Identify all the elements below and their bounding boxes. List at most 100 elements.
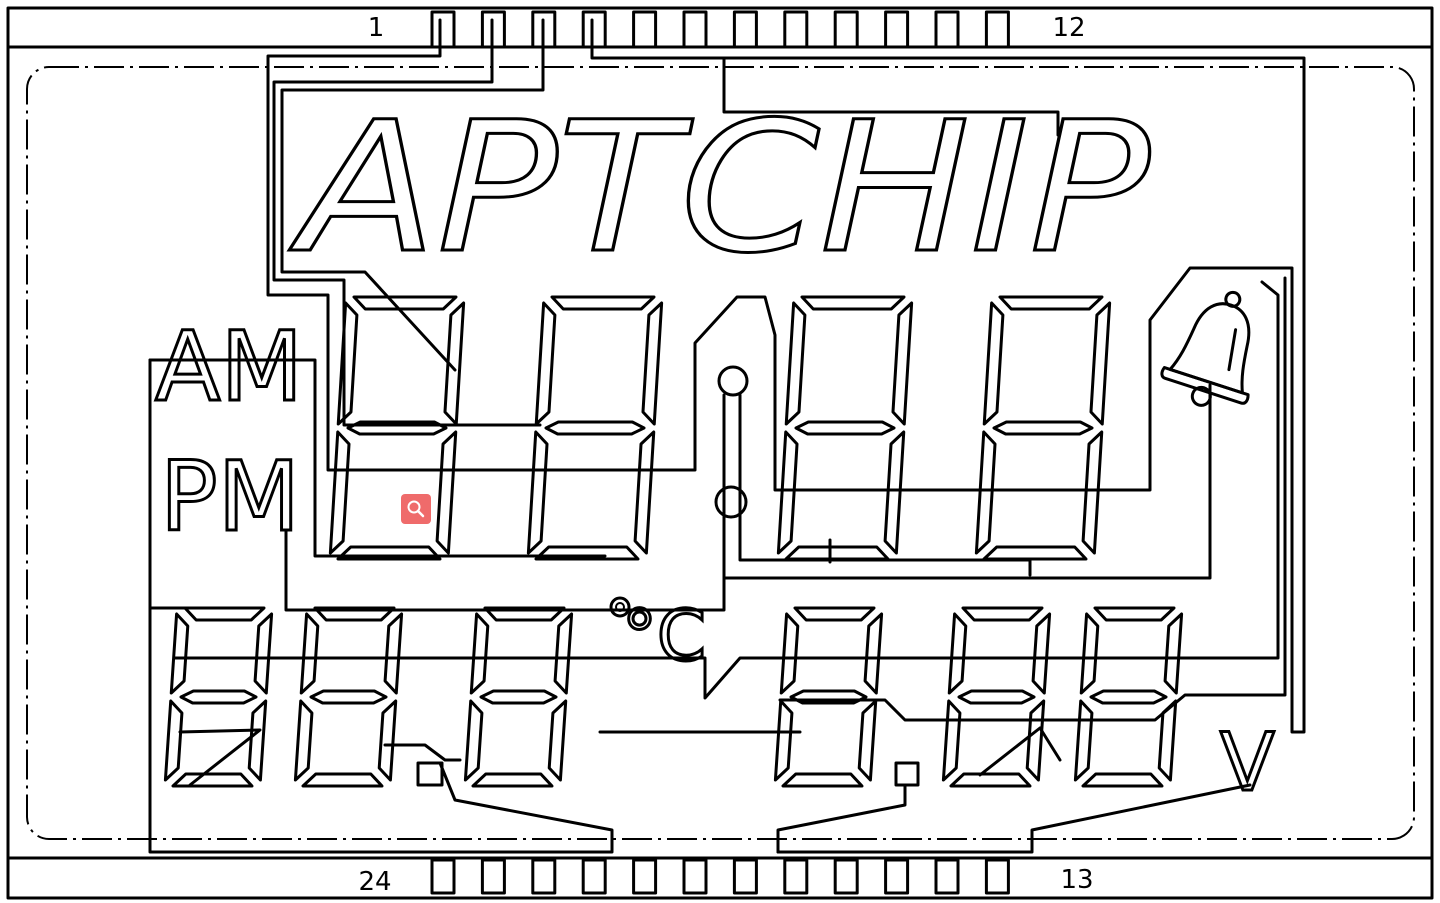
segment-g	[179, 689, 258, 705]
segment-d	[1081, 772, 1164, 788]
segment-c	[247, 699, 268, 782]
segment-e	[776, 430, 799, 555]
segment-a	[800, 295, 906, 311]
bottom-pin	[732, 858, 758, 895]
segment-a	[483, 606, 566, 622]
volt-indicator: V	[1220, 716, 1275, 809]
segment-c	[377, 699, 398, 782]
segment-c	[1157, 699, 1178, 782]
segment-a	[961, 606, 1044, 622]
segment-a	[352, 295, 458, 311]
segment-c	[633, 430, 656, 555]
segment-c	[857, 699, 878, 782]
segment-b	[383, 612, 404, 695]
segment-d	[301, 772, 384, 788]
segment-a	[1093, 606, 1176, 622]
bottom-pins	[430, 858, 1010, 895]
segment-f	[982, 301, 1005, 426]
segment-a	[313, 606, 396, 622]
segment-e	[293, 699, 314, 782]
segment-f	[1079, 612, 1100, 695]
bottom-pin	[884, 858, 910, 895]
lower-digit-1	[163, 606, 274, 788]
segment-e	[526, 430, 549, 555]
clock-digit-4	[974, 295, 1112, 561]
colon-upper-dot	[717, 365, 749, 397]
segment-d	[336, 545, 442, 561]
lower-digit-3	[463, 606, 574, 788]
top-pin	[884, 10, 910, 49]
segment-b	[1031, 612, 1052, 695]
degree-symbol	[609, 596, 631, 618]
segment-f	[469, 612, 490, 695]
clock-digit-1	[328, 295, 466, 561]
segment-c	[1025, 699, 1046, 782]
bottom-pin	[984, 858, 1010, 895]
segment-b	[1163, 612, 1184, 695]
segment-f	[299, 612, 320, 695]
top-pin	[632, 10, 658, 49]
bottom-pin	[531, 858, 557, 895]
segment-a	[793, 606, 876, 622]
segment-b	[863, 612, 884, 695]
top-pin	[430, 10, 456, 49]
top-pin	[984, 10, 1010, 49]
segment-e	[463, 699, 484, 782]
viewing-area-boundary	[26, 66, 1415, 840]
brand-logo-text: APTCHIP	[289, 84, 1151, 293]
segment-c	[547, 699, 568, 782]
colon-lower-dot	[714, 485, 748, 519]
top-pin	[581, 10, 607, 49]
segment-g	[794, 420, 896, 436]
segment-f	[779, 612, 800, 695]
segment-g	[309, 689, 388, 705]
bottom-pin	[430, 858, 456, 895]
segment-a	[183, 606, 266, 622]
lower-digit-2	[293, 606, 404, 788]
bottom-pin	[682, 858, 708, 895]
top-pin	[934, 10, 960, 49]
segment-g	[957, 689, 1036, 705]
clock-digit-3	[776, 295, 914, 561]
bottom-pin	[833, 858, 859, 895]
am-indicator: AM	[155, 311, 303, 423]
segment-f	[169, 612, 190, 695]
lower-digit-4	[773, 606, 884, 788]
pin-label-13: 13	[1060, 865, 1093, 895]
segment-f	[336, 301, 359, 426]
segment-b	[253, 612, 274, 695]
bottom-pin	[934, 858, 960, 895]
segment-e	[1073, 699, 1094, 782]
lower-digit-6	[1073, 606, 1184, 788]
segment-b	[641, 301, 664, 426]
segment-e	[773, 699, 794, 782]
segment-d	[949, 772, 1032, 788]
segment-b	[891, 301, 914, 426]
segment-f	[534, 301, 557, 426]
segment-d	[784, 545, 890, 561]
zoom-button[interactable]	[401, 494, 431, 524]
pm-indicator: PM	[160, 441, 300, 553]
top-pins	[430, 10, 1010, 49]
top-pin	[783, 10, 809, 49]
segment-e	[941, 699, 962, 782]
pin-label-1: 1	[368, 13, 385, 43]
search-icon	[407, 500, 425, 518]
bell-icon	[1160, 290, 1251, 407]
segment-d	[471, 772, 554, 788]
lower-digit-5	[941, 606, 1052, 788]
pin-label-24: 24	[358, 867, 391, 897]
segment-g	[479, 689, 558, 705]
segment-g	[346, 420, 448, 436]
segment-a	[998, 295, 1104, 311]
segment-c	[883, 430, 906, 555]
segment-e	[974, 430, 997, 555]
segment-g	[789, 689, 868, 705]
segment-c	[1081, 430, 1104, 555]
bottom-pin	[581, 858, 607, 895]
lcd-outer-frame	[6, 6, 1434, 900]
routing-traces	[148, 18, 1306, 854]
segment-c	[435, 430, 458, 555]
bottom-pin	[632, 858, 658, 895]
